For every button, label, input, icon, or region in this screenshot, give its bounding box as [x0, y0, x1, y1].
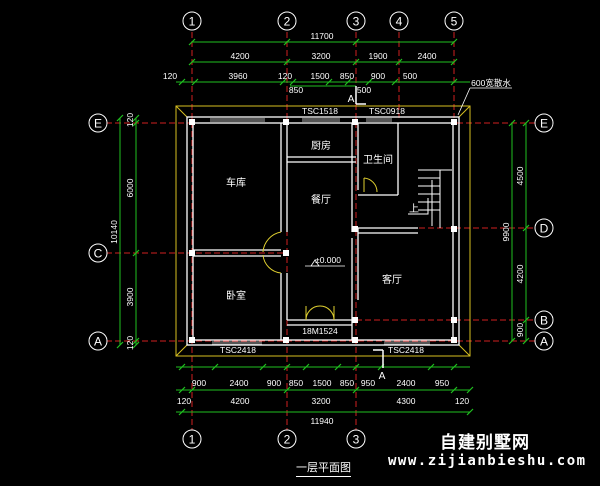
section-mark-bottom: A: [379, 371, 386, 382]
axis-bottom-2: 2: [284, 433, 291, 447]
dim-top-r1-1: 3200: [312, 51, 331, 61]
stair-up-label: 上: [409, 203, 419, 215]
dim-bot-r2-2: 3200: [312, 396, 331, 406]
axis-top-1: 1: [189, 15, 196, 29]
window-label-bottom-right: TSC2418: [388, 345, 424, 355]
dim-bot-r2-0: 120: [177, 396, 191, 406]
dim-right-2: 900: [515, 323, 525, 337]
dim-top-r3-0: 850: [289, 85, 303, 95]
dim-top-r1-2: 1900: [369, 51, 388, 61]
doors: [262, 177, 378, 321]
dim-top-r2-4: 850: [340, 71, 354, 81]
dim-top-r1-0: 4200: [231, 51, 250, 61]
door-label-main: 18M1524: [302, 326, 338, 336]
dim-left-2: 3900: [125, 287, 135, 306]
axis-grid: [106, 32, 535, 430]
dim-left-1: 6000: [125, 178, 135, 197]
dim-right-1: 4200: [515, 264, 525, 283]
axis-right-E: E: [540, 117, 548, 131]
elevation-triangle: [310, 259, 320, 267]
axis-labels: 1 2 3 4 5 1 2 3 E C A E D B A: [94, 15, 549, 447]
axis-bottom-3: 3: [353, 433, 360, 447]
window-label-bottom-left: TSC2418: [220, 345, 256, 355]
left-dimension-texts: 10140 120 6000 3900 120: [109, 113, 135, 350]
room-living: 客厅: [382, 273, 402, 286]
dim-bot-r2-4: 120: [455, 396, 469, 406]
dim-top-r2-3: 1500: [311, 71, 330, 81]
room-labels: 车库 厨房 卫生间 餐厅 卧室 客厅: [226, 139, 402, 302]
page-title: 一层平面图: [296, 459, 351, 477]
room-bedroom: 卧室: [226, 289, 246, 302]
axis-top-4: 4: [396, 15, 403, 29]
dim-bot-r1-5: 850: [340, 378, 354, 388]
windows: [210, 118, 430, 345]
apron-label: 600宽散水: [471, 78, 511, 88]
window-label-top-right: TSC0918: [369, 106, 405, 116]
watermark-url: www.zijianbieshu.com: [388, 453, 587, 469]
dim-bot-r1-4: 1500: [313, 378, 332, 388]
dim-top-r2-6: 500: [403, 71, 417, 81]
dim-bot-r2-1: 4200: [231, 396, 250, 406]
dim-bot-r1-0: 900: [192, 378, 206, 388]
room-bathroom: 卫生间: [363, 153, 393, 166]
dim-left-total: 10140: [109, 220, 119, 244]
axis-bubbles: [88, 11, 554, 449]
dim-right-total: 9900: [501, 222, 511, 241]
axis-left-C: C: [94, 247, 103, 261]
dim-top-r3-1: 500: [357, 85, 371, 95]
section-mark-top: A: [348, 94, 355, 105]
stairs: [408, 169, 452, 228]
right-dimension-texts: 9900 4500 4200 900: [501, 166, 525, 337]
axis-right-D: D: [540, 222, 549, 236]
dim-bot-total: 11940: [310, 416, 333, 426]
bottom-dimension-texts: 900 2400 900 850 1500 850 950 2400 950 1…: [177, 378, 469, 426]
dim-bot-r1-7: 2400: [397, 378, 416, 388]
dim-left-0: 120: [125, 113, 135, 127]
room-garage: 车库: [226, 176, 246, 189]
misc-labels: TSC1518 TSC0918 TSC2418 TSC2418 18M1524 …: [220, 78, 511, 382]
dim-bot-r1-6: 950: [361, 378, 375, 388]
dim-bot-r1-1: 2400: [230, 378, 249, 388]
dim-bot-r1-3: 850: [289, 378, 303, 388]
dim-right-0: 4500: [515, 166, 525, 185]
apron-leader: [457, 87, 471, 116]
axis-right-B: B: [540, 314, 548, 328]
section-marks: [355, 86, 384, 368]
dim-top-r2-5: 900: [371, 71, 385, 81]
dim-bot-r2-3: 4300: [397, 396, 416, 406]
columns: [189, 119, 457, 343]
axis-top-2: 2: [284, 15, 291, 29]
dim-top-r2-0: 120: [163, 71, 177, 81]
axis-left-A: A: [94, 335, 102, 349]
dim-bot-r1-2: 900: [267, 378, 281, 388]
elevation-label: ±0.000: [315, 255, 341, 265]
axis-top-3: 3: [353, 15, 360, 29]
axis-bottom-1: 1: [189, 433, 196, 447]
dim-left-3: 120: [125, 336, 135, 350]
dimension-lines: [119, 41, 527, 413]
top-dimension-texts: 11700 4200 3200 1900 2400 120 3960 120 1…: [163, 31, 437, 95]
dimension-ticks: [116, 38, 530, 416]
room-dining: 餐厅: [311, 193, 331, 206]
apron-outline: [175, 105, 471, 357]
watermark-cn: 自建别墅网: [440, 433, 530, 453]
axis-top-5: 5: [451, 15, 458, 29]
axis-left-E: E: [94, 117, 102, 131]
window-label-top-left: TSC1518: [302, 106, 338, 116]
dim-top-r2-1: 3960: [229, 71, 248, 81]
dim-top-r1-3: 2400: [418, 51, 437, 61]
dim-top-total: 11700: [310, 31, 333, 41]
axis-right-A: A: [540, 335, 548, 349]
dim-bot-r1-8: 950: [435, 378, 449, 388]
room-kitchen: 厨房: [311, 139, 331, 152]
dim-top-r2-2: 120: [278, 71, 292, 81]
